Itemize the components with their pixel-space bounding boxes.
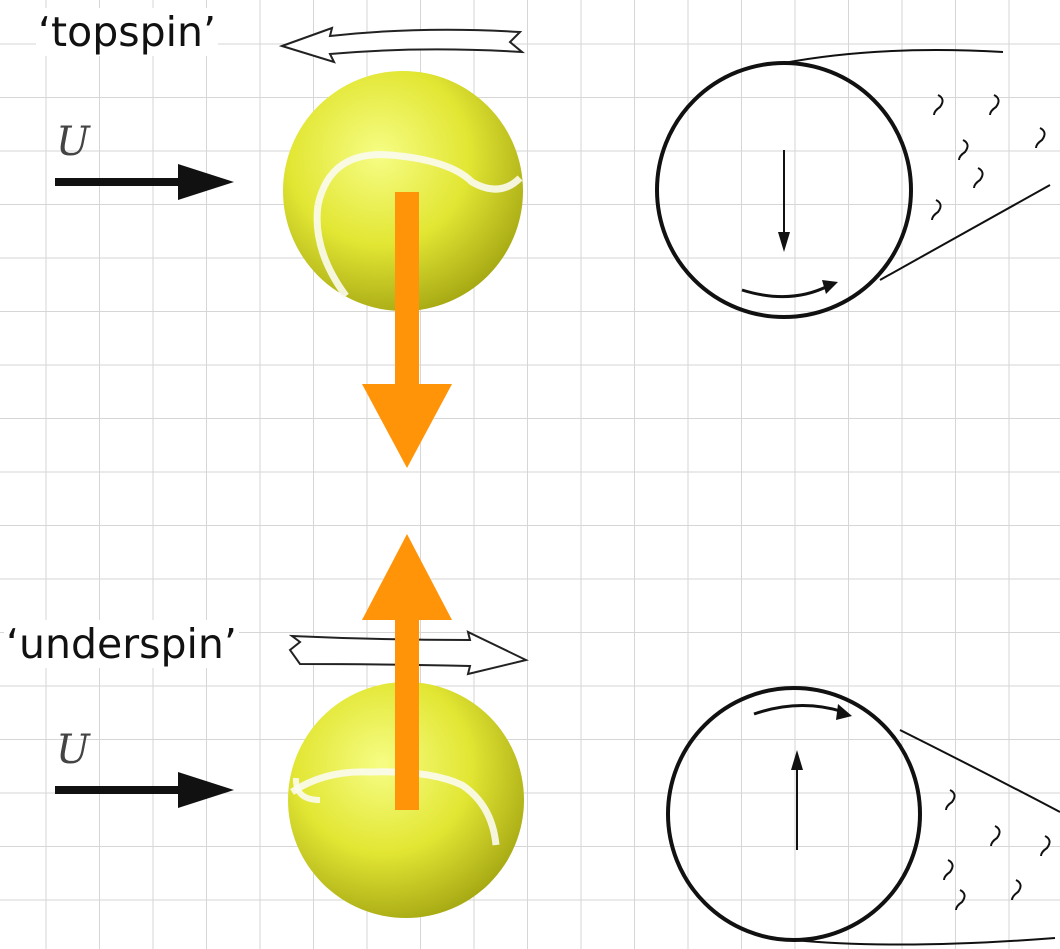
topspin-direction-arrow [278,26,525,64]
downward-force-arrow [362,192,452,468]
velocity-arrow-bottom [55,772,234,808]
velocity-label-top: U [56,119,90,165]
tennis-ball-top [283,71,523,311]
underspin-label: ‘underspin’ [4,620,239,668]
wake-eddies-bottom [943,789,1051,911]
flow-sketch-underspin [666,686,1060,946]
wake-eddies-top [931,94,1046,221]
velocity-label-bottom: U [56,727,90,773]
flow-sketch-topspin [655,49,1051,319]
velocity-arrow-top [55,164,234,200]
upward-force-arrow [362,534,452,810]
topspin-label: ‘topspin’ [36,8,219,56]
